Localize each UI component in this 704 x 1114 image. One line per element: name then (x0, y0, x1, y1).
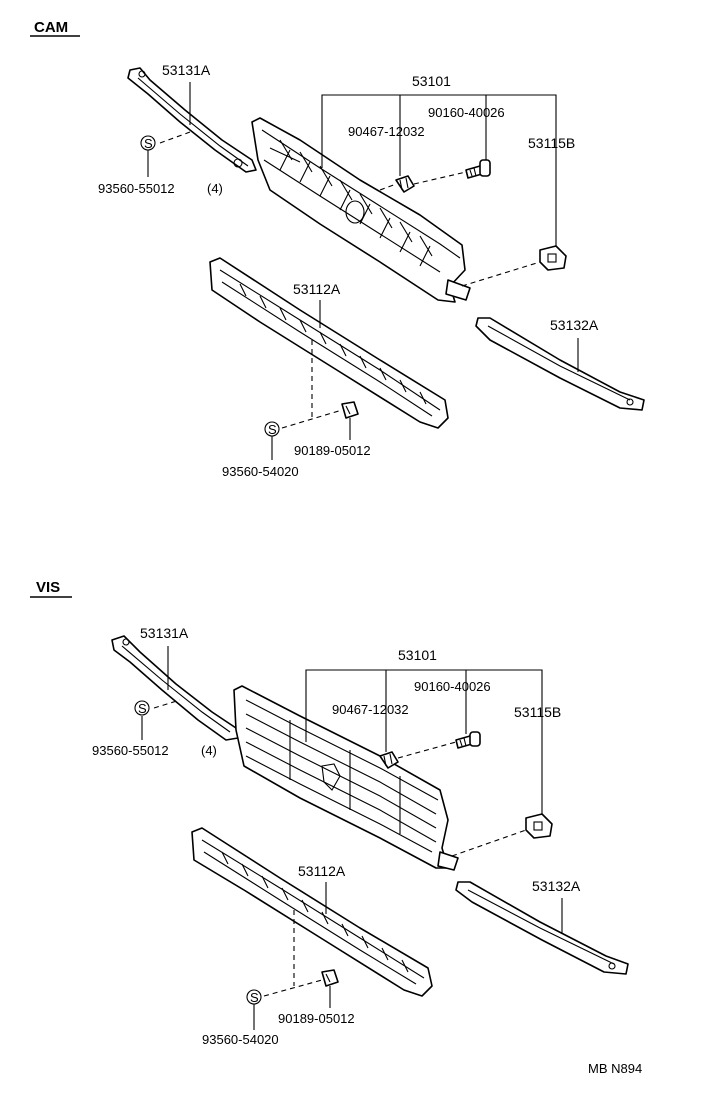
label-radiator-grille: 53101 (398, 647, 437, 663)
clip-s-letter-lower: S (268, 422, 277, 437)
label-nut: 90189-05012 (294, 443, 371, 458)
label-clip-upper-qty: (4) (201, 743, 217, 758)
label-radiator-grille: 53101 (412, 73, 451, 89)
label-bracket: 53115B (528, 135, 575, 151)
clip-s-symbol-upper: S (140, 135, 156, 151)
label-lower-grille: 53112A (293, 281, 341, 297)
label-nut: 90189-05012 (278, 1011, 355, 1026)
section-title-cam: CAM (34, 19, 68, 36)
lower-grille-part[interactable] (209, 257, 449, 429)
clip-s-letter: S (138, 701, 147, 716)
bracket-part[interactable] (539, 245, 567, 271)
clip-s-letter-lower: S (250, 990, 259, 1005)
label-bracket: 53115B (514, 704, 561, 720)
label-molding-right: 53132A (532, 878, 581, 894)
section-vis: VIS 53131A S 93560-55012 (4) (30, 579, 629, 1047)
clip-s-symbol-lower: S (246, 989, 262, 1005)
clip-s-symbol-upper: S (134, 700, 150, 716)
label-molding-upper-left: 53131A (162, 62, 211, 78)
radiator-grille-part[interactable] (251, 117, 471, 303)
label-molding-right: 53132A (550, 317, 599, 333)
label-clip-upper-qty: (4) (207, 181, 223, 196)
label-lower-grille: 53112A (298, 863, 346, 879)
retainer-clip-part[interactable] (379, 751, 399, 769)
label-clip-upper: 93560-55012 (98, 181, 175, 196)
label-clip-upper: 93560-55012 (92, 743, 169, 758)
label-molding-upper-left: 53131A (140, 625, 189, 641)
label-screw: 90160-40026 (428, 105, 505, 120)
radiator-grille-part[interactable] (233, 685, 459, 871)
lower-grille-part[interactable] (191, 827, 433, 997)
nut-part[interactable] (321, 969, 339, 987)
screw-part[interactable] (465, 159, 491, 179)
label-screw: 90160-40026 (414, 679, 491, 694)
bracket-part[interactable] (525, 813, 553, 839)
retainer-clip-part[interactable] (395, 175, 415, 193)
molding-right-part[interactable] (475, 317, 645, 411)
label-clip-lower: 93560-54020 (222, 464, 299, 479)
footer-code: MB N894 (588, 1061, 642, 1076)
clip-s-letter: S (144, 136, 153, 151)
nut-part[interactable] (341, 401, 359, 419)
screw-part[interactable] (455, 731, 481, 749)
molding-right-part[interactable] (455, 881, 629, 975)
section-cam: CAM 53131A S 93560-55012 (4) (30, 19, 645, 479)
label-retainer-clip: 90467-12032 (348, 124, 425, 139)
label-retainer-clip: 90467-12032 (332, 702, 409, 717)
molding-upper-left-part[interactable] (127, 67, 257, 173)
molding-upper-left-part[interactable] (111, 635, 239, 741)
section-title-vis: VIS (36, 579, 60, 596)
label-clip-lower: 93560-54020 (202, 1032, 279, 1047)
clip-s-symbol-lower: S (264, 421, 280, 437)
